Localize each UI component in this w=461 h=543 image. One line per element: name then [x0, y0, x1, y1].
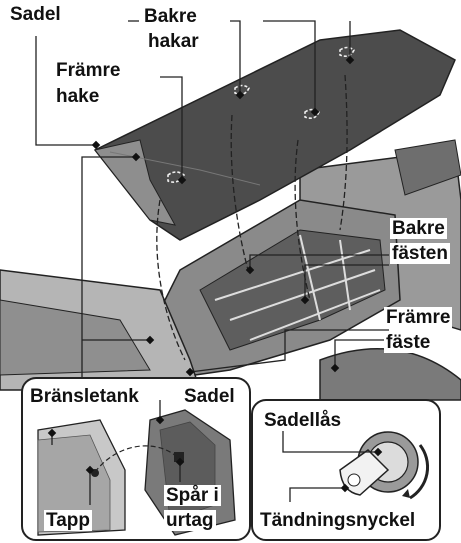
label-rear-mounts-line1: Bakre: [390, 218, 447, 239]
label-rear-hooks-line1: Bakre: [142, 6, 199, 27]
label-rear-mounts-line2: fästen: [390, 243, 450, 264]
inset-label-tab: Tapp: [44, 510, 92, 531]
label-front-mount-line2: fäste: [384, 332, 432, 353]
inset-label-fuel-tank: Bränsletank: [28, 386, 141, 407]
inset-label-ignition-key: Tändningsnyckel: [258, 510, 417, 531]
label-front-hook-line2: hake: [54, 86, 101, 107]
rear-wheel-arc: [320, 349, 461, 400]
label-seat: Sadel: [8, 4, 63, 25]
inset-label-seat: Sadel: [182, 386, 237, 407]
inset-label-slot-line2: urtag: [164, 510, 216, 531]
label-front-hook-line1: Främre: [54, 60, 122, 81]
inset-label-seat-lock: Sadellås: [262, 410, 343, 431]
label-front-mount-line1: Främre: [384, 307, 452, 328]
label-rear-hooks-line2: hakar: [146, 31, 201, 52]
inset-label-slot-line1: Spår i: [164, 485, 221, 506]
